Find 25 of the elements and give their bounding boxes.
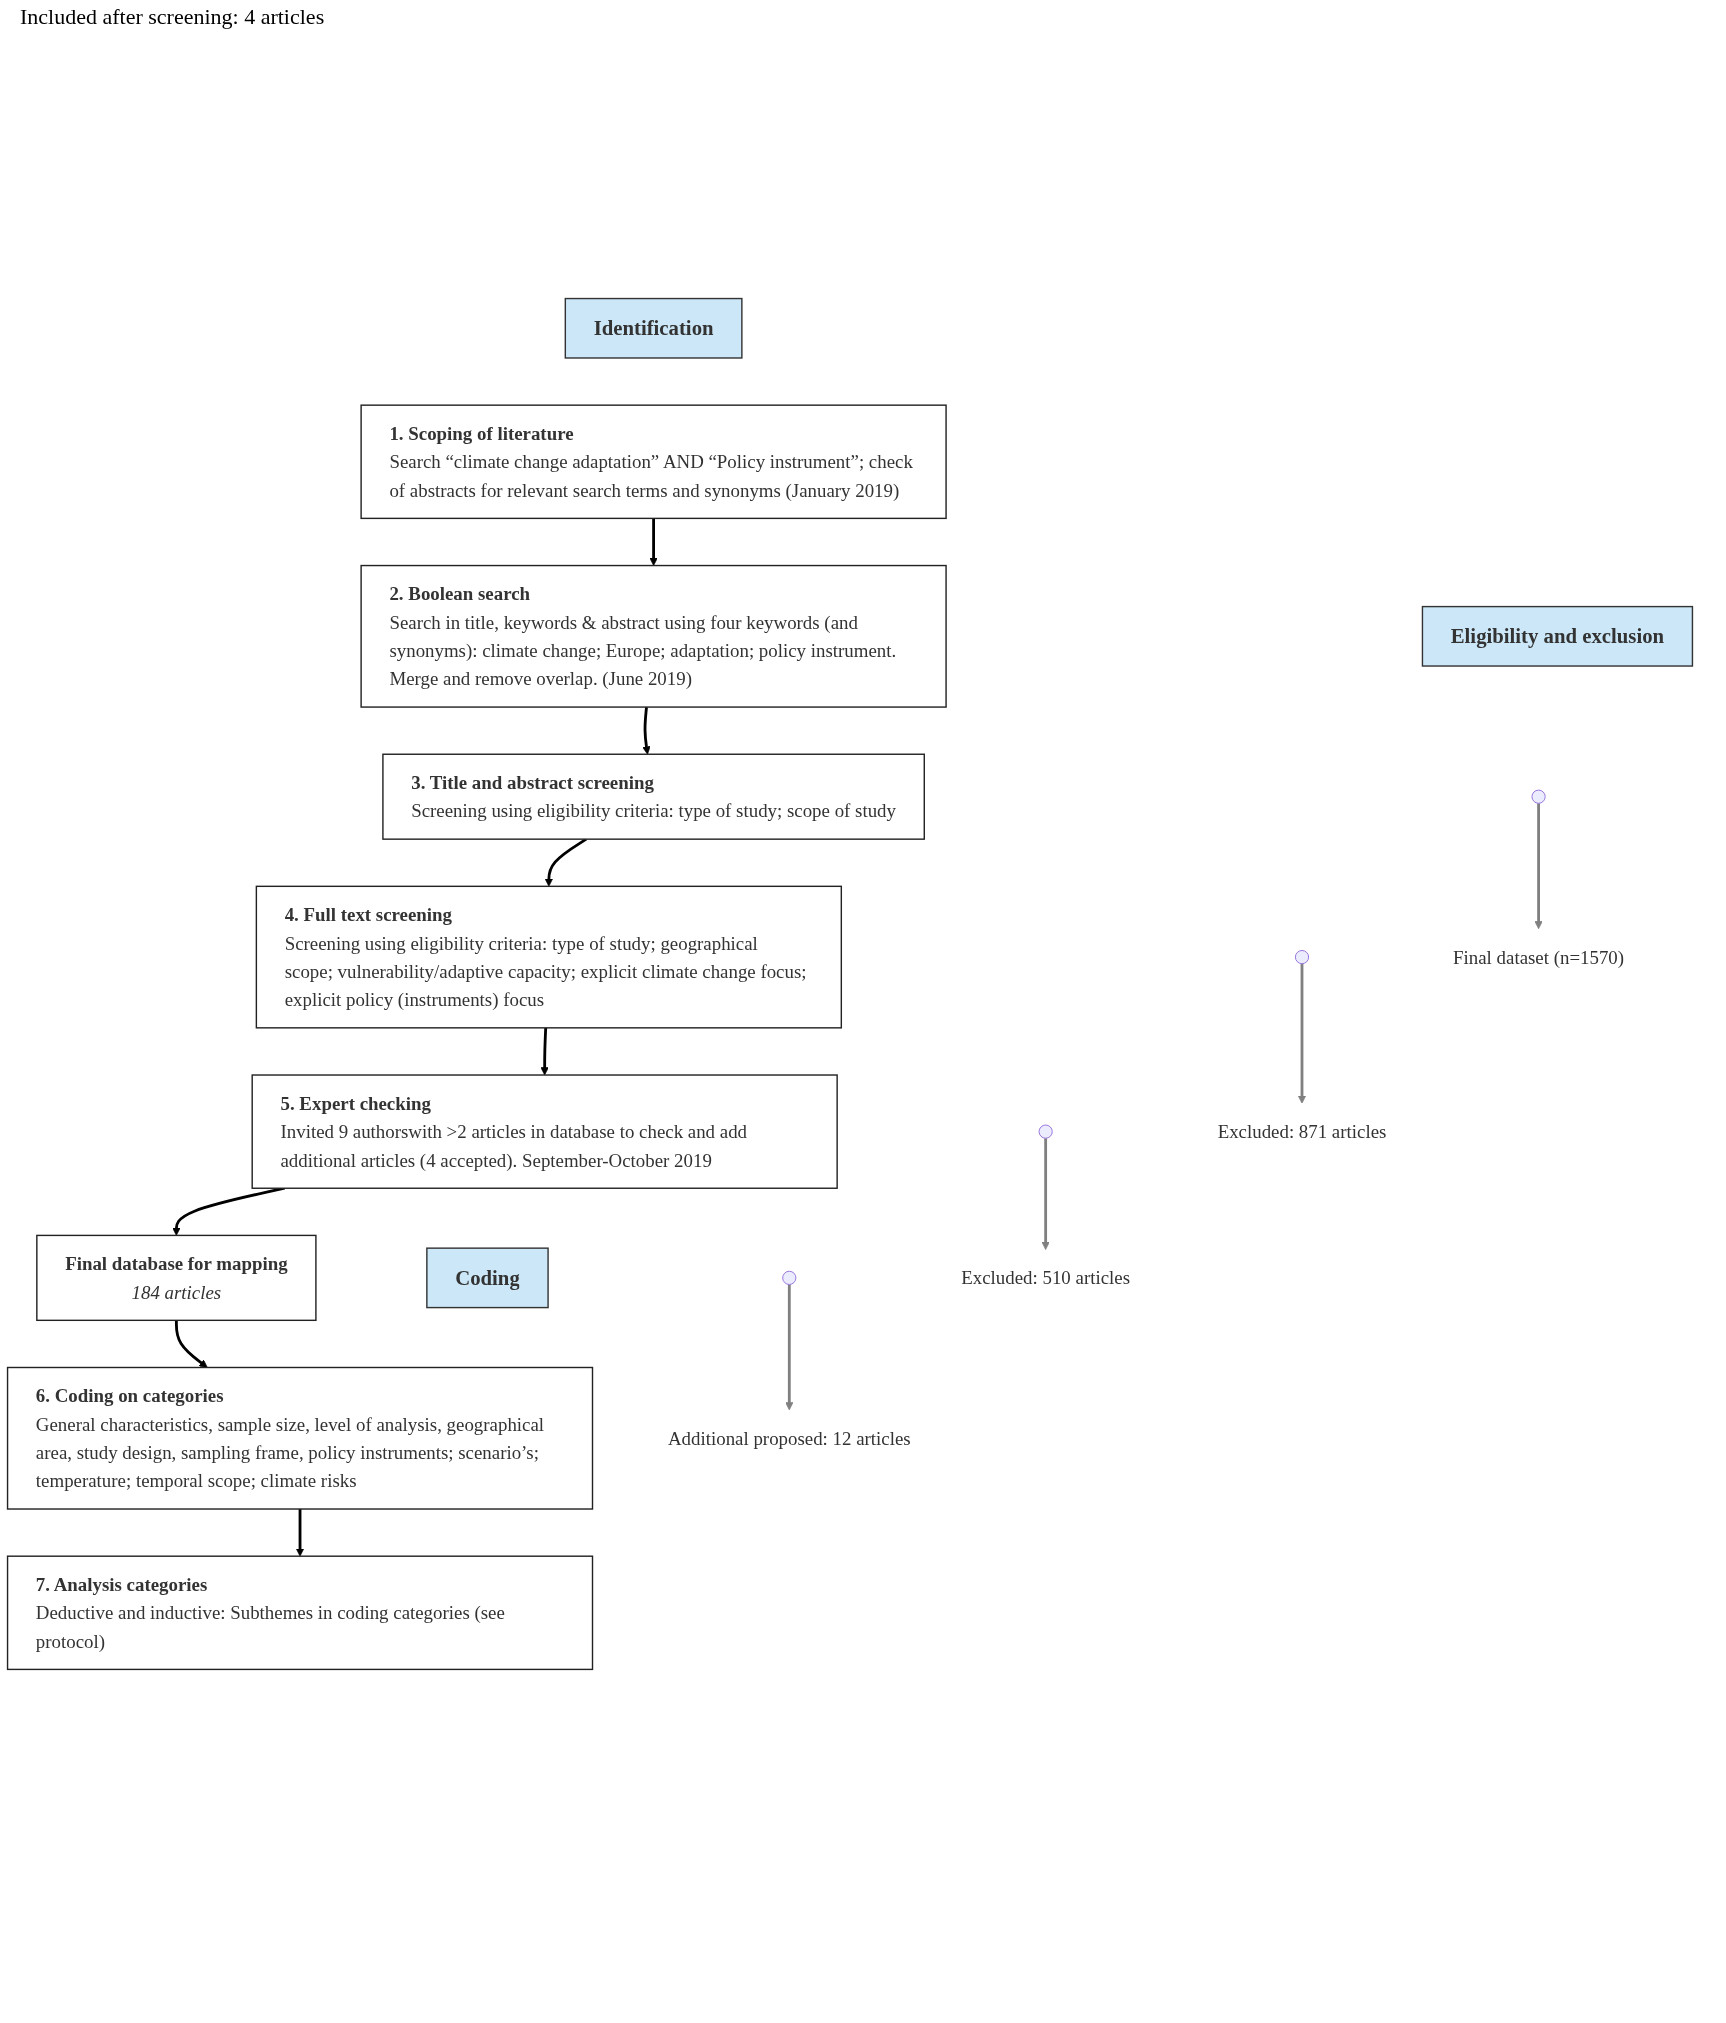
arrow xyxy=(1297,963,1307,1104)
arrow xyxy=(1041,1138,1050,1250)
node-box: 1. Scoping of literature Search “climate change adaptation” AND “Policy instrument”; check of abstracts for relevant search terms and synonyms (January 2019) xyxy=(360,404,947,520)
arrow xyxy=(785,1284,794,1411)
node-box: Final database for mapping 184 articles xyxy=(36,1234,317,1322)
arrow xyxy=(295,1509,305,1557)
node-text: Excluded: 510 articles xyxy=(961,1267,1131,1289)
node-text: Excluded: 871 articles xyxy=(1217,1121,1387,1143)
arrow xyxy=(174,1320,208,1368)
node-box: 2. Boolean search Search in title, keywords & abstract using four keywords (and synonyms): climate change; Europe; adaptation; policy instrument. Merge and remove overlap. (June 2019) xyxy=(360,564,947,708)
arrow xyxy=(540,1027,549,1076)
node-box: 4. Full text screening Screening using eligibility criteria: type of study; geographical scope; vulnerability/adaptive capacity; explicit climate change focus; explicit policy (instruments) focus xyxy=(255,885,843,1029)
arrow xyxy=(1534,803,1543,930)
node-box: Coding xyxy=(426,1247,549,1309)
node-box: 5. Expert checking Invited 9 authorswith >2 articles in database to check and add additional articles (4 accepted). September-October 2019 xyxy=(251,1074,838,1189)
node-box: 3. Title and abstract screening Screening using eligibility criteria: type of study; scope of study xyxy=(382,753,925,840)
node-box: Eligibility and exclusion xyxy=(1421,605,1694,667)
note-text: Included after screening: 4 articles xyxy=(20,4,326,30)
node-text: Final dataset (n=1570) xyxy=(1453,946,1625,968)
arrow xyxy=(642,706,651,755)
arrow xyxy=(649,518,658,566)
node-text: Additional proposed: 12 articles xyxy=(667,1427,911,1449)
node-box: 7. Analysis categories Deductive and inductive: Subthemes in coding categories (see protocol) xyxy=(6,1555,594,1671)
node-box: Identification xyxy=(564,297,743,359)
node-box: 6. Coding on categories General characteristics, sample size, level of analysis, geographical area, study design, sampling frame, policy instruments; scenario’s; temperature; temporal scope; climate risks xyxy=(6,1366,594,1510)
